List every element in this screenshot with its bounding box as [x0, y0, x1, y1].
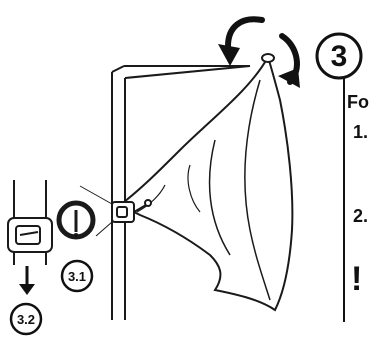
side-list-marker-2: 2. [353, 206, 368, 226]
substep-badge-3-1: 3.1 [60, 259, 94, 293]
substep-badge-3-2: 3.2 [9, 302, 43, 336]
substep-label-3-2: 3.2 [17, 312, 35, 327]
detail-closeup [7, 180, 96, 265]
top-finial [261, 53, 275, 63]
down-arrow-icon [19, 266, 35, 295]
side-heading-fragment: Fo [347, 92, 369, 112]
substep-label-3-1: 3.1 [68, 269, 86, 284]
step-number: 3 [331, 40, 348, 73]
warning-icon: ! [351, 260, 362, 298]
pole [111, 65, 251, 320]
step-badge: 3 [315, 32, 363, 80]
zoom-lines [79, 185, 113, 237]
rotate-left-icon [218, 16, 265, 66]
rotate-right-icon [278, 33, 300, 88]
fabric-drape [118, 54, 294, 312]
side-list-marker-1: 1. [353, 122, 368, 142]
latch-handle [111, 199, 152, 223]
